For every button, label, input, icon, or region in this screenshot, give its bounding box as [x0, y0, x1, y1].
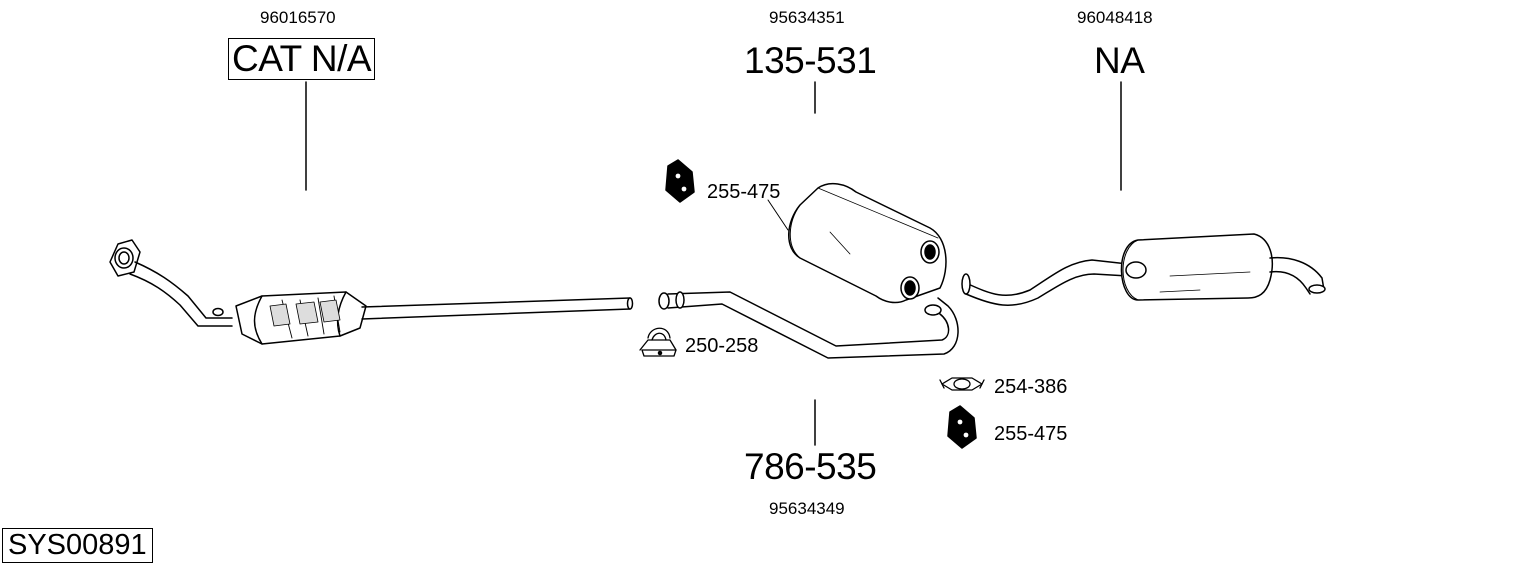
rear-silencer-part[interactable] — [961, 233, 1326, 306]
clamp-left-icon[interactable] — [639, 327, 677, 357]
front-silencer-ref-label[interactable]: 135-531 — [744, 40, 877, 81]
mount-top-leader-line — [767, 199, 789, 231]
catalyst-part[interactable] — [109, 239, 634, 345]
middle-pipe-ref-label[interactable]: 786-535 — [744, 446, 877, 487]
clamp-right-icon[interactable] — [939, 377, 985, 391]
rubber-mount-bottom-icon[interactable] — [947, 405, 977, 449]
clamp-right-label[interactable]: 254-386 — [994, 376, 1068, 398]
clamp-left-label[interactable]: 250-258 — [685, 335, 759, 357]
rear-silencer-oem-number: 96048418 — [1077, 8, 1153, 27]
catalyst-oem-number: 96016570 — [260, 8, 336, 27]
rubber-mount-bottom-label[interactable]: 255-475 — [994, 423, 1068, 445]
middle-pipe-oem-number: 95634349 — [769, 499, 845, 518]
system-id-label: SYS00891 — [2, 528, 153, 563]
catalyst-ref-label[interactable]: CAT N/A — [228, 38, 376, 80]
rear-silencer-ref-label[interactable]: NA — [1094, 40, 1145, 81]
front-silencer-oem-number: 95634351 — [769, 8, 845, 27]
front-silencer-part[interactable] — [788, 182, 947, 304]
rubber-mount-top-label[interactable]: 255-475 — [707, 181, 781, 203]
rubber-mount-top-icon[interactable] — [665, 159, 695, 203]
middle-pipe-part[interactable] — [658, 291, 959, 359]
